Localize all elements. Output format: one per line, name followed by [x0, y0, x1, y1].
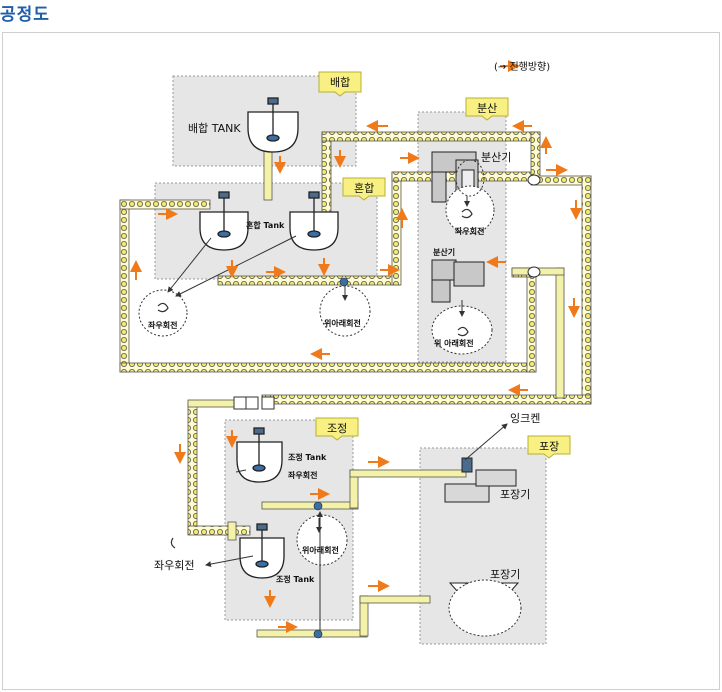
lr-rotation-2: 좌우회전 [455, 226, 484, 236]
tanks [199, 97, 339, 579]
section-tags [315, 71, 571, 459]
packer2-label: 포장기 [490, 568, 520, 581]
rotation-glyphs [157, 208, 473, 549]
valves [233, 174, 541, 410]
tag-adjust [315, 417, 359, 441]
adjust-tank2-label: 조정 Tank [276, 574, 315, 584]
adjust-tank1-label: 조정 Tank [288, 452, 327, 462]
page-title: 공정도 [0, 5, 50, 25]
blend-tank-label: 혼합 Tank [246, 220, 285, 230]
ud-rotation-2: 위 아래회전 [434, 338, 474, 348]
lr-rotation-1: 좌우회전 [148, 320, 177, 330]
flow-arrows [130, 60, 582, 633]
lr-rotation-4: 좌우회전 [154, 559, 194, 572]
section-mix-label: 배합 [330, 76, 350, 89]
section-adjust-label: 조정 [327, 422, 347, 435]
section-pack-label: 포장 [539, 440, 559, 453]
nozzles [313, 277, 349, 639]
ud-rotation-3: 위아래회전 [302, 545, 339, 555]
section-disperse-label: 분산 [477, 102, 497, 115]
tag-pack [527, 435, 571, 459]
disperser2-label: 분산기 [433, 247, 455, 257]
mix-tank-label: 배합 TANK [188, 122, 241, 135]
section-blend-label: 혼합 [354, 182, 374, 195]
disperser1-label: 분산기 [481, 151, 511, 164]
ud-rotation-1: 위아래회전 [324, 318, 361, 328]
ink-can-label: 잉크켄 [510, 412, 540, 425]
tag-disperse [465, 97, 509, 121]
tag-mix [318, 71, 362, 97]
legend-text: (→ 진행방향) [494, 61, 550, 73]
diagram-labels: (→ 진행방향) 배합 혼합 분산 조정 포장 배합 TANK 혼합 Tank … [148, 61, 559, 584]
packer1-label: 포장기 [500, 488, 530, 501]
tag-blend [342, 177, 386, 201]
rotation-circles [138, 159, 522, 637]
lr-rotation-3: 좌우회전 [288, 470, 317, 480]
